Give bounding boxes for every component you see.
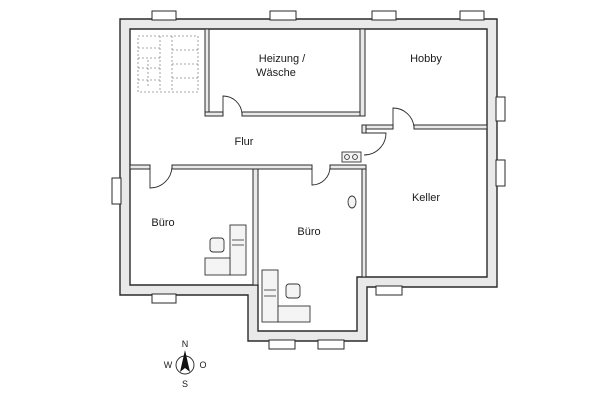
- windows: [111, 10, 506, 350]
- wall-office-divider: [252, 168, 259, 286]
- compass-east: O: [199, 360, 206, 370]
- door-swing: [222, 95, 243, 115]
- room-label-keller: Keller: [412, 192, 440, 204]
- door-swing: [363, 132, 387, 156]
- doors: [149, 95, 415, 189]
- window: [375, 285, 403, 296]
- door-swing: [311, 166, 331, 186]
- room-label-flur: Flur: [235, 136, 254, 148]
- door-swing: [392, 107, 415, 128]
- wall-flur-bottom-right: [329, 164, 367, 170]
- window: [495, 96, 506, 122]
- room-label-hobby: Hobby: [410, 53, 442, 65]
- staircase: [137, 35, 199, 93]
- window: [151, 293, 177, 304]
- interior-walls: [129, 28, 488, 286]
- desk-return: [277, 305, 311, 323]
- wall-hobby-bottom: [364, 124, 394, 130]
- compass-needle-icon: [180, 350, 190, 372]
- room-label-buero-center: Büro: [297, 226, 320, 238]
- wall-flur-bottom-left: [129, 164, 151, 170]
- kitchenette: [341, 151, 362, 209]
- door-swing: [149, 166, 173, 189]
- compass-rose: N W O S: [164, 339, 207, 389]
- wall-hobby-bottom-b: [413, 124, 488, 130]
- compass-south: S: [182, 379, 188, 389]
- desk: [229, 224, 247, 276]
- window: [317, 339, 345, 350]
- room-label-heizung: Heizung /: [259, 53, 306, 65]
- wall-heizung-left: [204, 28, 210, 117]
- compass-north: N: [182, 339, 189, 349]
- window: [268, 339, 296, 350]
- desk-left: [204, 224, 247, 276]
- wall-heizung-bottom: [204, 111, 224, 117]
- compass-west: W: [164, 360, 173, 370]
- wall-keller-left: [361, 164, 367, 278]
- room-label-buero-left: Büro: [151, 217, 174, 229]
- wall-heizung-bottom-b: [241, 111, 364, 117]
- chair: [209, 237, 225, 253]
- boiler: [347, 195, 357, 209]
- wall-heizung-right: [359, 28, 366, 117]
- sink-counter: [341, 151, 362, 163]
- chair: [285, 283, 301, 299]
- wall-flur-bottom-mid: [171, 164, 313, 170]
- window: [151, 10, 177, 21]
- desk-return: [204, 257, 231, 276]
- window: [459, 10, 485, 21]
- window: [111, 177, 122, 205]
- window: [371, 10, 397, 21]
- window: [269, 10, 297, 21]
- window: [495, 159, 506, 187]
- desk-center: [261, 269, 311, 323]
- outer-wall: [119, 18, 498, 342]
- wall-keller-left-top: [361, 124, 367, 134]
- room-label-waesche: Wäsche: [256, 67, 296, 79]
